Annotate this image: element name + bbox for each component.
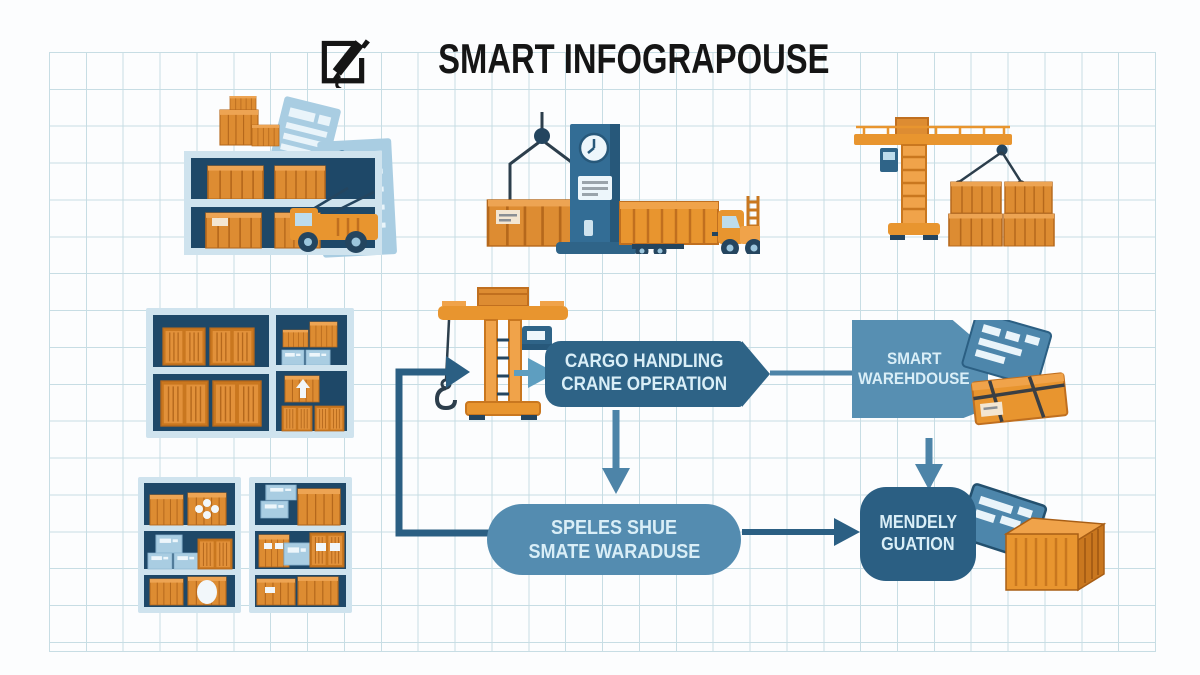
tower-crane-lifting-crates-illustration (854, 117, 1055, 247)
edit-note-icon (321, 39, 371, 88)
node-mendely-line2: GUATION (881, 534, 955, 554)
arrow-cargo-down (602, 410, 630, 494)
node-smart-line1: SMART (886, 348, 942, 368)
node-cargo-handling: CARGO HANDLING CRANE OPERATION (545, 341, 770, 407)
scanner-card-and-container-illustration (958, 483, 1107, 592)
node-speles-line2: SMATE WARADUSE (528, 540, 700, 563)
page-header: SMART INFOGRAPOUSE (0, 30, 1200, 88)
scanner-card-and-parcel-illustration (961, 320, 1069, 426)
node-smart-line2: WAREHDOUSE (858, 369, 970, 388)
node-cargo-line1: CARGO HANDLING (564, 351, 724, 373)
node-speles-line1: SPELES SHUE (550, 516, 678, 539)
node-mendely-line1: MENDELY (879, 512, 957, 533)
node-speles-shue: SPELES SHUE SMATE WARADUSE (487, 504, 741, 575)
cargo-terminal-machine-illustration (486, 112, 760, 254)
arrow-speles-to-mendely (742, 518, 860, 546)
node-smart-warehouse: SMART WAREHDOUSE (852, 320, 988, 418)
node-cargo-line2: CRANE OPERATION (561, 374, 727, 395)
arrow-into-cargo-node (514, 358, 556, 388)
gantry-crane-with-hook-illustration (434, 287, 568, 420)
node-mendely-guation: MENDELY GUATION (860, 487, 976, 581)
arrow-smart-down (915, 438, 943, 490)
warehouse-shelves-with-boxes-illustration (138, 477, 352, 613)
page-title: SMART INFOGRAPOUSE (438, 35, 830, 82)
elbow-connector-left (395, 356, 489, 537)
warehouse-with-boxes-and-truck-illustration (184, 96, 397, 258)
storage-locker-shelves-illustration (146, 308, 354, 438)
